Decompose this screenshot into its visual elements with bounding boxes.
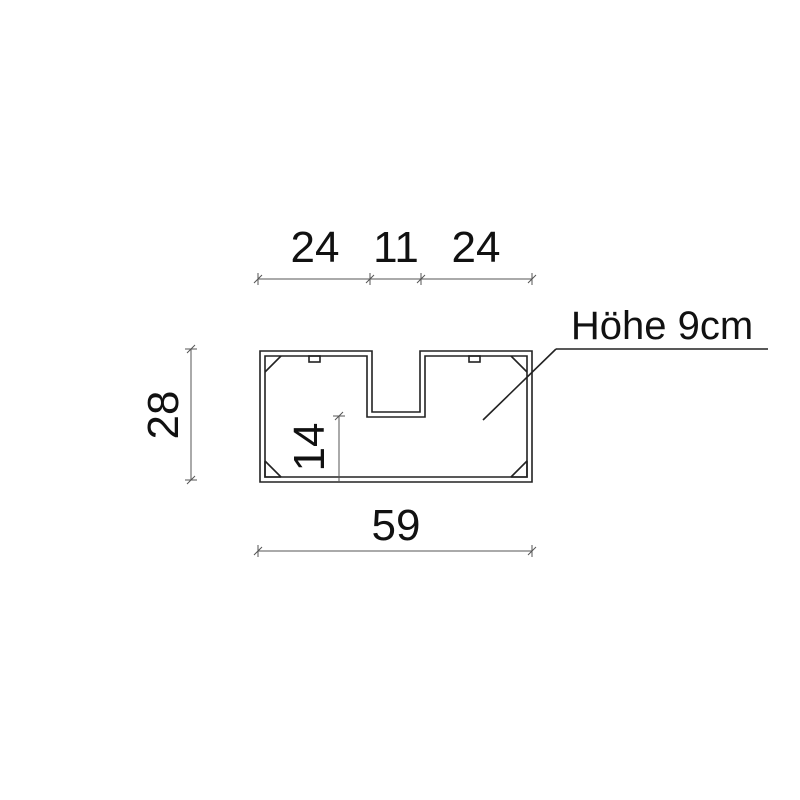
- height-dimension-line: [185, 344, 197, 485]
- height-note-label: Höhe 9cm: [571, 304, 753, 348]
- inner-depth-dimension-line: [333, 411, 345, 482]
- height-note-leader: [482, 348, 768, 421]
- height-dim-label: 28: [139, 391, 188, 440]
- tray-outline: [259, 350, 533, 483]
- top-dim-middle-label: 11: [373, 223, 419, 272]
- width-dim-label: 59: [372, 501, 421, 550]
- top-dimension-line: [253, 273, 537, 285]
- top-dim-left-label: 24: [291, 223, 340, 272]
- width-dimension-line: [253, 545, 537, 557]
- top-dim-right-label: 24: [452, 223, 501, 272]
- inner-depth-dim-label: 14: [285, 423, 334, 472]
